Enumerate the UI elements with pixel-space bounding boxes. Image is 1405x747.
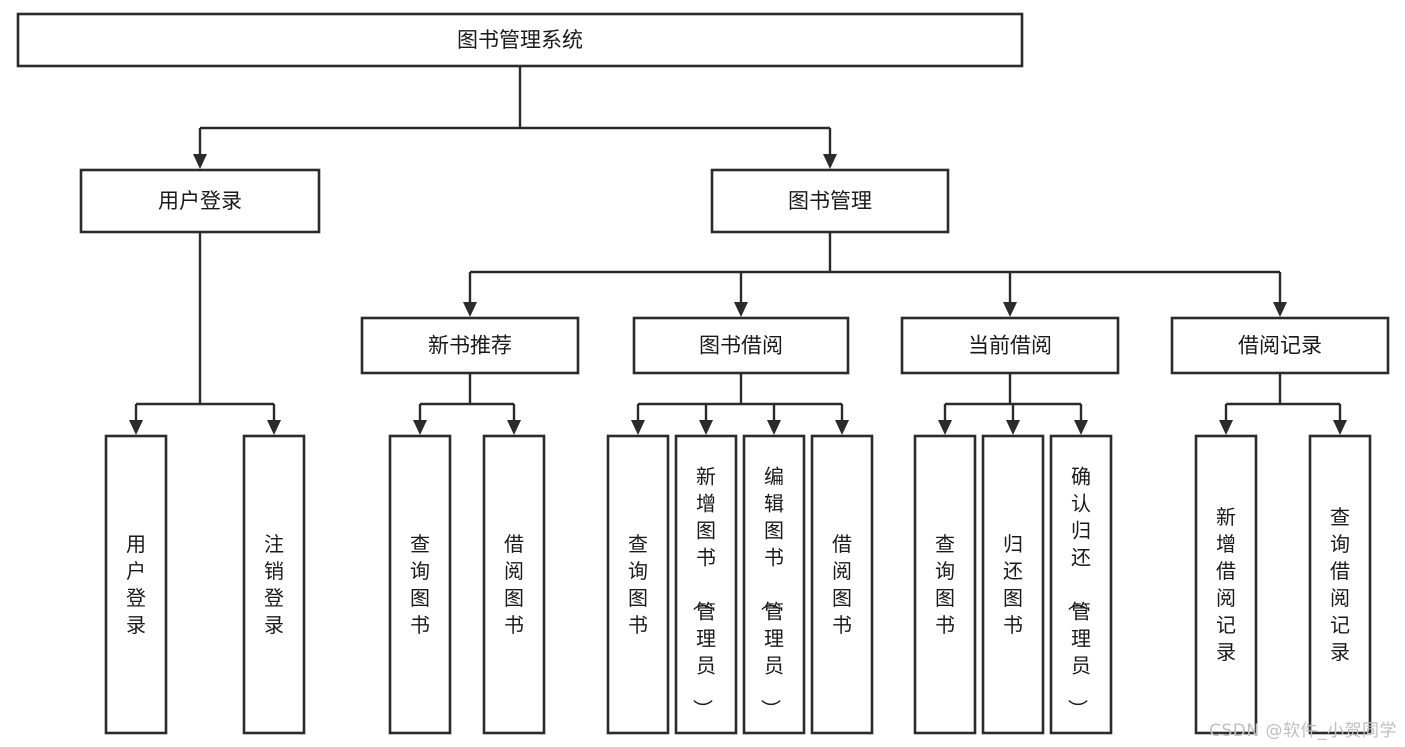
node-leaf-logout[interactable]: 注销登录 bbox=[242, 434, 306, 735]
arrow-head-icon bbox=[938, 420, 952, 435]
connector-group-user-login-children bbox=[129, 232, 281, 435]
node-leaf-add-record[interactable]: 新增借阅记录 bbox=[1194, 434, 1258, 735]
node-label-leaf-query-book-3: 查询图书 bbox=[935, 532, 955, 637]
node-box-leaf-logout[interactable] bbox=[242, 434, 306, 735]
node-label-leaf-confirm-return: 确认归还（管理员） bbox=[1066, 464, 1091, 719]
node-borrow-record[interactable]: 借阅记录 bbox=[1170, 316, 1390, 375]
node-label-new-book-recommend: 新书推荐 bbox=[428, 334, 512, 358]
arrow-head-icon bbox=[1333, 420, 1347, 435]
nodes-layer: 图书管理系统用户登录图书管理新书推荐图书借阅当前借阅借阅记录用户登录注销登录查询… bbox=[16, 12, 1390, 735]
node-box-leaf-borrow-book-1[interactable] bbox=[482, 434, 546, 735]
node-user-login[interactable]: 用户登录 bbox=[79, 168, 321, 234]
arrow-head-icon bbox=[1219, 420, 1233, 435]
node-current-borrow[interactable]: 当前借阅 bbox=[900, 316, 1120, 375]
arrow-head-icon bbox=[267, 420, 281, 435]
arrow-head-icon bbox=[823, 154, 837, 169]
node-box-leaf-edit-book[interactable] bbox=[742, 434, 806, 735]
connector-group-book-borrow-children bbox=[631, 373, 849, 435]
arrow-head-icon bbox=[1003, 302, 1017, 317]
node-root[interactable]: 图书管理系统 bbox=[16, 12, 1024, 68]
node-leaf-user-login[interactable]: 用户登录 bbox=[104, 434, 168, 735]
arrow-head-icon bbox=[129, 420, 143, 435]
node-box-leaf-query-book-1[interactable] bbox=[388, 434, 452, 735]
node-leaf-return-book[interactable]: 归还图书 bbox=[981, 434, 1045, 735]
node-label-leaf-edit-book: 编辑图书（管理员） bbox=[759, 464, 784, 719]
arrow-head-icon bbox=[734, 302, 748, 317]
arrow-head-icon bbox=[699, 420, 713, 435]
node-box-new-book-recommend[interactable] bbox=[360, 316, 580, 375]
node-label-leaf-logout: 注销登录 bbox=[264, 532, 284, 637]
node-box-leaf-add-book[interactable] bbox=[674, 434, 738, 735]
node-box-leaf-user-login[interactable] bbox=[104, 434, 168, 735]
node-label-leaf-query-book-1: 查询图书 bbox=[410, 532, 430, 637]
node-box-leaf-query-book-2[interactable] bbox=[606, 434, 670, 735]
node-label-root: 图书管理系统 bbox=[457, 28, 583, 52]
arrow-head-icon bbox=[1006, 420, 1020, 435]
node-box-current-borrow[interactable] bbox=[900, 316, 1120, 375]
node-leaf-borrow-book-2[interactable]: 借阅图书 bbox=[810, 434, 874, 735]
arrow-head-icon bbox=[193, 154, 207, 169]
connectors-layer bbox=[129, 66, 1347, 435]
connector-group-borrow-record-children bbox=[1219, 373, 1347, 435]
node-box-leaf-add-record[interactable] bbox=[1194, 434, 1258, 735]
node-box-leaf-query-book-3[interactable] bbox=[913, 434, 977, 735]
arrow-head-icon bbox=[767, 420, 781, 435]
node-box-borrow-record[interactable] bbox=[1170, 316, 1390, 375]
node-leaf-add-book[interactable]: 新增图书（管理员） bbox=[674, 434, 738, 735]
node-box-leaf-confirm-return[interactable] bbox=[1049, 434, 1113, 735]
node-label-user-login: 用户登录 bbox=[158, 189, 242, 213]
node-book-manage[interactable]: 图书管理 bbox=[710, 168, 950, 234]
node-label-leaf-query-book-2: 查询图书 bbox=[628, 532, 648, 637]
node-label-current-borrow: 当前借阅 bbox=[968, 334, 1052, 358]
node-label-book-borrow: 图书借阅 bbox=[699, 334, 783, 358]
node-label-leaf-query-record: 查询借阅记录 bbox=[1330, 505, 1350, 664]
node-label-borrow-record: 借阅记录 bbox=[1238, 334, 1322, 358]
arrow-head-icon bbox=[835, 420, 849, 435]
node-leaf-query-book-2[interactable]: 查询图书 bbox=[606, 434, 670, 735]
arrow-head-icon bbox=[507, 420, 521, 435]
node-box-leaf-borrow-book-2[interactable] bbox=[810, 434, 874, 735]
node-label-leaf-borrow-book-1: 借阅图书 bbox=[504, 532, 524, 637]
csdn-watermark: CSDN @软件_小贺同学 bbox=[1209, 721, 1397, 741]
node-leaf-confirm-return[interactable]: 确认归还（管理员） bbox=[1049, 434, 1113, 735]
node-leaf-borrow-book-1[interactable]: 借阅图书 bbox=[482, 434, 546, 735]
node-book-borrow[interactable]: 图书借阅 bbox=[632, 316, 850, 375]
arrow-head-icon bbox=[413, 420, 427, 435]
arrow-head-icon bbox=[463, 302, 477, 317]
node-box-book-borrow[interactable] bbox=[632, 316, 850, 375]
node-new-book-recommend[interactable]: 新书推荐 bbox=[360, 316, 580, 375]
arrow-head-icon bbox=[1273, 302, 1287, 317]
node-label-book-manage: 图书管理 bbox=[788, 189, 872, 213]
node-leaf-query-book-3[interactable]: 查询图书 bbox=[913, 434, 977, 735]
connector-group-current-borrow-children bbox=[938, 373, 1088, 435]
node-box-book-manage[interactable] bbox=[710, 168, 950, 234]
node-box-user-login[interactable] bbox=[79, 168, 321, 234]
node-label-leaf-add-book: 新增图书（管理员） bbox=[691, 464, 716, 719]
connector-group-root-children bbox=[193, 66, 837, 169]
node-label-leaf-borrow-book-2: 借阅图书 bbox=[832, 532, 852, 637]
arrow-head-icon bbox=[1074, 420, 1088, 435]
node-leaf-edit-book[interactable]: 编辑图书（管理员） bbox=[742, 434, 806, 735]
node-label-leaf-user-login: 用户登录 bbox=[126, 532, 146, 637]
node-label-leaf-return-book: 归还图书 bbox=[1003, 532, 1023, 637]
node-box-leaf-query-record[interactable] bbox=[1308, 434, 1372, 735]
connector-group-book-manage-children bbox=[463, 232, 1287, 317]
connector-group-new-book-recommend-children bbox=[413, 373, 521, 435]
arrow-head-icon bbox=[631, 420, 645, 435]
node-label-leaf-add-record: 新增借阅记录 bbox=[1216, 505, 1236, 664]
node-box-root[interactable] bbox=[16, 12, 1024, 68]
node-leaf-query-book-1[interactable]: 查询图书 bbox=[388, 434, 452, 735]
node-box-leaf-return-book[interactable] bbox=[981, 434, 1045, 735]
node-leaf-query-record[interactable]: 查询借阅记录 bbox=[1308, 434, 1372, 735]
